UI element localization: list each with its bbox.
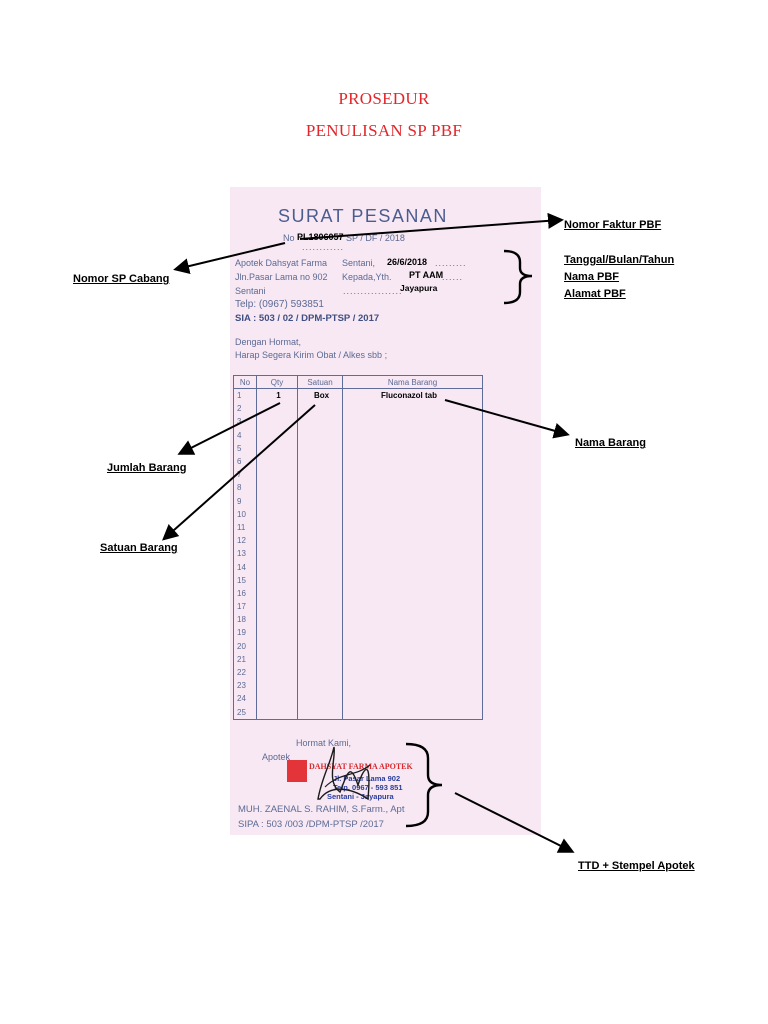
- table-header-item: Nama Barang: [342, 375, 483, 389]
- pharmacist-name: MUH. ZAENAL S. RAHIM, S.Farm., Apt: [238, 804, 405, 815]
- closing-sub: Apotek: [262, 752, 291, 762]
- table-cell-item: [342, 507, 483, 521]
- table-cell-item: [342, 586, 483, 600]
- table-row: 24: [233, 692, 483, 706]
- table-cell-item: [342, 626, 483, 640]
- label-ttd-stempel: TTD + Stempel Apotek: [578, 860, 695, 872]
- request-text: Harap Segera Kirim Obat / Alkes sbb ;: [235, 350, 388, 360]
- pharmacy-stamp: DAHSYAT FARMA APOTEK Jl. Pasar Lama 902 …: [287, 760, 413, 814]
- stamp-logo-icon: [287, 760, 307, 782]
- table-row: 15: [233, 573, 483, 587]
- table-cell-item: [342, 652, 483, 666]
- table-row: 17: [233, 600, 483, 614]
- table-header-no: No: [233, 375, 257, 389]
- surat-pesanan-form: SURAT PESANAN No PL1806057 SP / DF / 201…: [230, 187, 541, 835]
- label-nomor-sp: Nomor SP Cabang: [73, 273, 170, 285]
- date-value: 26/6/2018: [387, 257, 428, 267]
- table-cell-item: [342, 679, 483, 693]
- table-cell-item: [342, 534, 483, 548]
- pharmacy-address: Jln.Pasar Lama no 902: [235, 272, 328, 282]
- stamp-name: DAHSYAT FARMA APOTEK: [309, 762, 413, 771]
- table-row: 14: [233, 560, 483, 574]
- table-row: 13: [233, 547, 483, 561]
- date-label: Sentani,: [342, 258, 376, 268]
- page-title: PROSEDUR: [338, 89, 430, 108]
- table-cell-item: [342, 454, 483, 469]
- recipient-city: Jayapura: [400, 283, 438, 293]
- signature: [317, 746, 371, 801]
- table-cell-item: [342, 665, 483, 680]
- table-cell-item: [342, 600, 483, 614]
- label-nama-pbf: Nama PBF: [564, 271, 620, 283]
- table-row: 25: [233, 705, 483, 720]
- table-cell-item: [342, 560, 483, 574]
- pharmacist-sipa: SIPA : 503 /003 /DPM-PTSP /2017: [238, 819, 384, 830]
- label-tanggal: Tanggal/Bulan/Tahun: [564, 254, 675, 266]
- order-number-dots: ............: [302, 242, 345, 252]
- greeting-text: Dengan Hormat,: [235, 337, 302, 347]
- stamp-address: Jl. Pasar Lama 902: [333, 774, 401, 783]
- label-nama-barang: Nama Barang: [575, 437, 646, 449]
- order-number-label: No: [283, 233, 295, 243]
- page-subtitle: PENULISAN SP PBF: [305, 121, 463, 140]
- table-row: 19: [233, 626, 483, 640]
- table-cell-item: [342, 441, 483, 455]
- table-row: 18: [233, 613, 483, 627]
- table-cell-item: [342, 520, 483, 535]
- recipient-label: Kepada,Yth.: [342, 272, 392, 282]
- pharmacy-sia: SIA : 503 / 02 / DPM-PTSP / 2017: [235, 313, 380, 324]
- label-jumlah-barang: Jumlah Barang: [107, 462, 187, 474]
- label-alamat-pbf: Alamat PBF: [564, 288, 626, 300]
- label-nomor-faktur: Nomor Faktur PBF: [564, 219, 662, 231]
- table-cell-item: [342, 639, 483, 653]
- table-cell-item: [342, 547, 483, 561]
- pharmacy-phone: Telp: (0967) 593851: [235, 299, 324, 310]
- stamp-city: Sentani - Jayapura: [327, 792, 394, 801]
- table-cell-item: [342, 705, 483, 720]
- table-cell-item: [342, 573, 483, 587]
- table-cell-item: Fluconazol tab: [342, 388, 483, 403]
- table-row: 23: [233, 679, 483, 693]
- table-cell-item: [342, 481, 483, 495]
- table-row: 16: [233, 586, 483, 600]
- stamp-phone: Telp. 0967 - 593 851: [333, 783, 403, 792]
- table-cell-item: [342, 494, 483, 508]
- table-cell-item: [342, 692, 483, 706]
- label-satuan-barang: Satuan Barang: [100, 542, 178, 554]
- table-row: 21: [233, 652, 483, 666]
- table-header-qty: Qty: [256, 375, 298, 389]
- pharmacy-city: Sentani: [235, 286, 266, 296]
- table-header-unit: Satuan: [297, 375, 343, 389]
- closing-text: Hormat Kami,: [296, 738, 352, 748]
- recipient-value: PT AAM: [409, 270, 444, 280]
- table-cell-item: [342, 468, 483, 482]
- table-cell-item: [342, 613, 483, 627]
- table-row: 20: [233, 639, 483, 653]
- table-row: 22: [233, 665, 483, 680]
